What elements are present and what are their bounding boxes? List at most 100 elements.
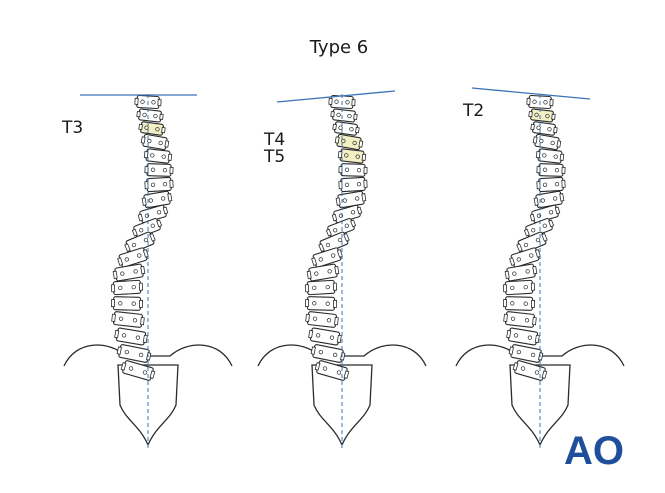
- pedicle-right: [332, 299, 338, 308]
- pedicle-right: [541, 233, 548, 242]
- pedicle-dot: [356, 182, 362, 187]
- pedicle-dot: [318, 349, 324, 355]
- vertebra: [110, 296, 144, 311]
- vertebra: [318, 231, 350, 254]
- pedicle-right: [164, 140, 170, 148]
- pedicle-dot: [150, 182, 156, 187]
- pedicle-dot: [523, 284, 528, 290]
- pedicle-dot: [523, 301, 528, 306]
- pedicle-left: [314, 362, 321, 371]
- pedicle-dot: [539, 138, 544, 144]
- vertebra: [116, 344, 152, 363]
- vertebral-body: [505, 311, 535, 328]
- pedicle-right: [356, 206, 363, 215]
- pedicle-right: [559, 153, 565, 161]
- pedicle-dot: [331, 253, 336, 258]
- pedicle-dot: [337, 237, 343, 243]
- pedicle-dot: [516, 349, 522, 355]
- pedicle-dot: [161, 196, 166, 201]
- pedicle-dot: [325, 242, 331, 248]
- pedicle-dot: [525, 269, 530, 274]
- pedicle-left: [529, 213, 536, 222]
- pedicle-dot: [118, 301, 123, 306]
- spine-panel-3: [455, 87, 625, 450]
- vertebral-body: [532, 121, 556, 136]
- level-label-t2: T2: [462, 101, 484, 121]
- pedicle-left: [136, 111, 141, 118]
- vertebral-body: [510, 344, 542, 363]
- pedicle-dot: [148, 198, 153, 203]
- pedicle-dot: [329, 335, 335, 340]
- pedicle-dot: [542, 223, 547, 228]
- vertebral-body: [538, 176, 564, 193]
- pedicle-right: [541, 370, 548, 379]
- pedicle-dot: [529, 253, 534, 258]
- pedicle-dot: [524, 318, 530, 323]
- pedicle-dot: [344, 153, 349, 158]
- vertebra: [136, 108, 164, 123]
- pedicle-dot: [158, 140, 163, 146]
- pedicle-right: [561, 166, 566, 174]
- pedicle-dot: [344, 167, 350, 172]
- pedicle-right: [140, 317, 145, 326]
- pedicle-left: [116, 346, 122, 355]
- pedicle-left: [318, 243, 325, 252]
- vertebral-body: [332, 108, 356, 123]
- vertebra: [523, 217, 555, 239]
- pedicle-left: [114, 329, 120, 339]
- pedicle-right: [534, 249, 541, 258]
- pedicle-left: [308, 329, 314, 339]
- pedicle-dot: [523, 242, 529, 248]
- pedicle-left: [110, 299, 116, 308]
- pedicle-left: [516, 243, 523, 252]
- spine-panel-2: [257, 90, 427, 450]
- pedicle-dot: [120, 271, 125, 276]
- ao-logo: AO: [564, 429, 624, 473]
- pedicle-right: [561, 179, 566, 188]
- vertebral-body: [340, 163, 366, 177]
- pedicle-dot: [510, 285, 515, 291]
- pedicle-right: [363, 166, 368, 174]
- vertebral-body: [537, 148, 563, 164]
- pedicle-dot: [342, 198, 347, 203]
- pedicle-dot: [314, 271, 319, 276]
- pedicle-left: [306, 270, 312, 279]
- pedicle-dot: [142, 112, 147, 118]
- pedicle-right: [149, 370, 156, 379]
- pedicle-dot: [542, 182, 548, 187]
- pedicle-dot: [162, 168, 168, 173]
- pedicle-dot: [150, 167, 156, 172]
- pedicle-right: [361, 193, 367, 202]
- vertebra: [508, 344, 544, 363]
- pedicle-right: [161, 126, 166, 134]
- pedicle-dot: [531, 228, 536, 233]
- vertebra: [143, 148, 173, 164]
- pedicle-left: [332, 123, 337, 131]
- pedicle-dot: [153, 113, 158, 119]
- pedicle-right: [149, 233, 156, 242]
- vertebral-body: [312, 344, 344, 363]
- pedicle-left: [523, 228, 530, 237]
- pedicle-dot: [322, 366, 328, 371]
- pedicle-right: [169, 166, 174, 174]
- pedicle-right: [532, 317, 537, 326]
- pedicle-dot: [536, 125, 541, 130]
- pedicle-left: [532, 136, 538, 144]
- pedicle-dot: [550, 140, 555, 146]
- pedicle-left: [502, 284, 508, 293]
- pedicle-dot: [118, 285, 123, 291]
- pedicle-right: [358, 140, 364, 148]
- pedicle-dot: [530, 352, 536, 358]
- pedicle-left: [334, 136, 340, 144]
- pedicle-dot: [156, 210, 162, 215]
- vertebral-body: [145, 148, 171, 164]
- pedicle-dot: [150, 153, 155, 158]
- pedicle-right: [138, 282, 144, 291]
- vertebra: [536, 176, 566, 193]
- pedicle-right: [559, 193, 565, 202]
- pedicle-dot: [334, 99, 339, 104]
- pedicle-dot: [124, 257, 129, 262]
- pedicle-left: [140, 136, 146, 144]
- pedicle-dot: [355, 196, 360, 201]
- vertebra: [141, 190, 173, 209]
